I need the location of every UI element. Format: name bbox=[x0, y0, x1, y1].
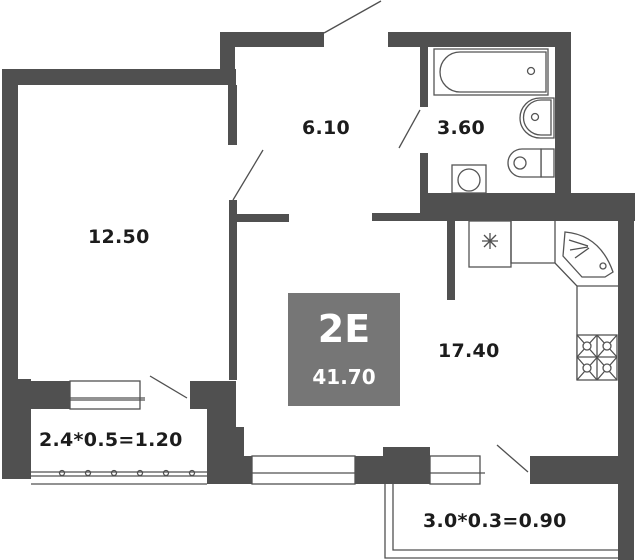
refrigerator-icon bbox=[468, 220, 512, 268]
balcony-area-left: 2.4*0.5=1.20 bbox=[39, 429, 183, 451]
doors bbox=[149, 0, 529, 473]
windows bbox=[18, 380, 622, 559]
toilet-icon bbox=[507, 148, 555, 178]
sink-icon bbox=[519, 97, 555, 139]
stove-icon bbox=[576, 334, 618, 381]
apartment-total-area: 41.70 bbox=[312, 365, 376, 389]
countertop bbox=[510, 221, 618, 380]
room-area-living-room: 12.50 bbox=[88, 226, 150, 248]
kitchen-sink-icon bbox=[562, 231, 614, 278]
bathtub-icon bbox=[433, 48, 549, 96]
room-area-hallway: 6.10 bbox=[302, 117, 351, 139]
apartment-badge: 2E 41.70 bbox=[288, 293, 400, 406]
walls bbox=[2, 32, 635, 560]
room-area-kitchen-living: 17.40 bbox=[438, 340, 500, 362]
room-area-bathroom: 3.60 bbox=[437, 117, 486, 139]
washing-machine-icon bbox=[451, 164, 487, 194]
apartment-code: 2E bbox=[317, 307, 371, 351]
balcony-area-right: 3.0*0.3=0.90 bbox=[423, 510, 567, 532]
